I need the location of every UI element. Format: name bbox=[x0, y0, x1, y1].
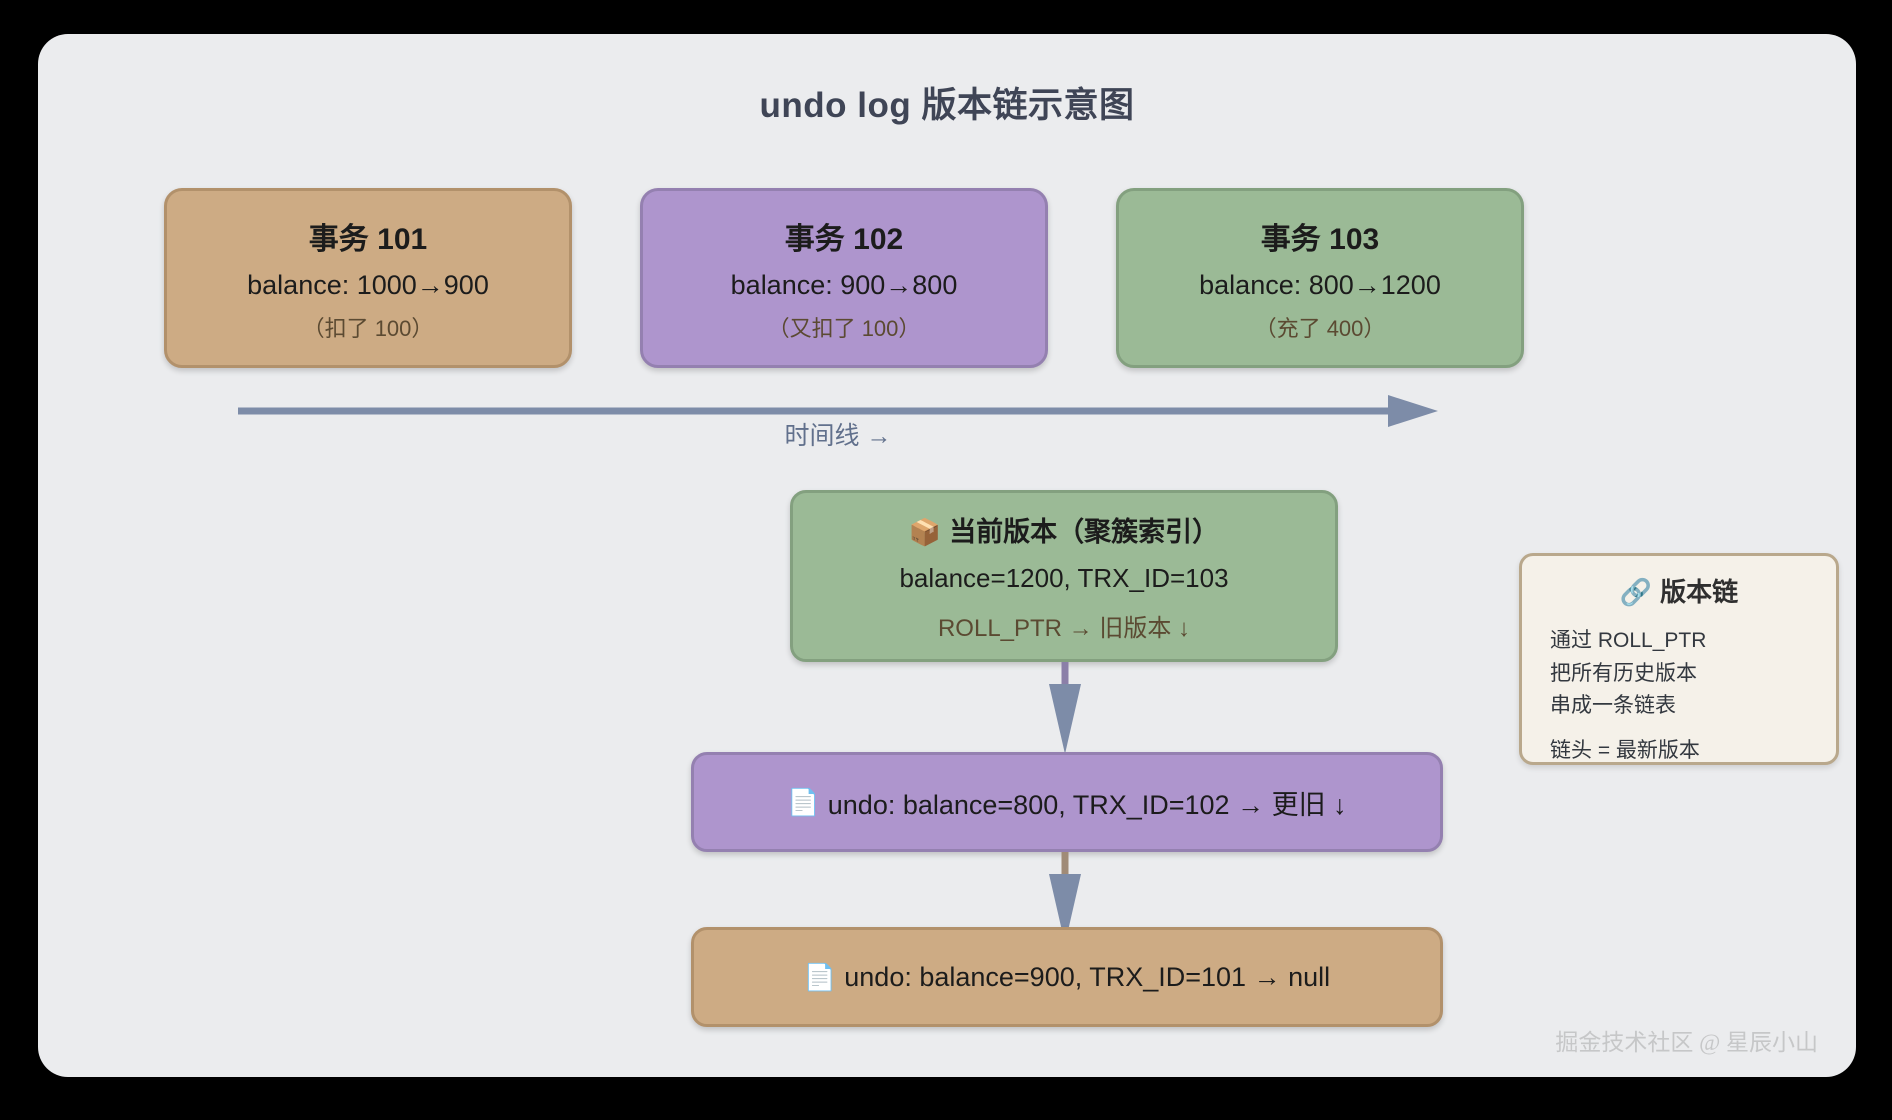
legend-title-text: 版本链 bbox=[1660, 577, 1739, 607]
current-version-heading: 📦当前版本（聚簇索引） bbox=[909, 510, 1219, 549]
current-version-body: balance=1200, TRX_ID=103 bbox=[899, 562, 1229, 593]
diagram-card: undo log 版本链示意图 事务 101 balance: 1000→900… bbox=[38, 34, 1856, 1077]
current-version-footer: ROLL_PTR → 旧版本 ↓ bbox=[937, 614, 1191, 642]
undo-record-box-101: 📄 undo: balance=900, TRX_ID=101 → null bbox=[691, 927, 1443, 1027]
legend-title: 🔗版本链 bbox=[1532, 572, 1826, 609]
legend-panel: 🔗版本链 通过 ROLL_PTR 把所有历史版本 串成一条链表 链头 = 最新版… bbox=[1519, 553, 1839, 765]
transaction-balance: balance: 1000→900 bbox=[247, 269, 489, 300]
link-icon: 🔗 bbox=[1619, 577, 1653, 607]
current-version-heading-text: 当前版本（聚簇索引） bbox=[949, 516, 1220, 547]
current-version-box: 📦当前版本（聚簇索引） balance=1200, TRX_ID=103 ROL… bbox=[790, 490, 1338, 662]
legend-line: 串成一条链表 bbox=[1550, 694, 1676, 718]
package-icon: 📦 bbox=[908, 516, 942, 547]
down-arrow-icon-1 bbox=[1049, 662, 1081, 754]
transaction-box-101: 事务 101 balance: 1000→900 （扣了 100） bbox=[164, 188, 572, 368]
legend-footer: 链头 = 最新版本 bbox=[1550, 738, 1700, 762]
page-title: undo log 版本链示意图 bbox=[759, 86, 1135, 125]
transaction-title: 事务 101 bbox=[308, 222, 428, 256]
timeline-arrow-icon bbox=[238, 395, 1438, 427]
watermark: 掘金技术社区 @ 星辰小山 bbox=[1555, 1030, 1818, 1055]
undo-record-text: undo: balance=800, TRX_ID=102 → 更旧 ↓ bbox=[827, 789, 1347, 820]
transaction-note: （又扣了 100） bbox=[767, 315, 921, 341]
undo-record-text: undo: balance=900, TRX_ID=101 → null bbox=[844, 961, 1331, 992]
document-icon: 📄 bbox=[803, 961, 837, 992]
transaction-title: 事务 103 bbox=[1260, 222, 1380, 256]
transaction-balance: balance: 800→1200 bbox=[1199, 269, 1441, 300]
undo-record-box-102: 📄 undo: balance=800, TRX_ID=102 → 更旧 ↓ bbox=[691, 752, 1443, 852]
transaction-box-103: 事务 103 balance: 800→1200 （充了 400） bbox=[1116, 188, 1524, 368]
timeline-label: 时间线 → bbox=[784, 422, 892, 450]
down-arrow-icon-2 bbox=[1049, 852, 1081, 944]
transaction-box-102: 事务 102 balance: 900→800 （又扣了 100） bbox=[640, 188, 1048, 368]
transaction-balance: balance: 900→800 bbox=[730, 269, 958, 300]
transaction-title: 事务 102 bbox=[784, 222, 904, 256]
transaction-note: （扣了 100） bbox=[302, 315, 434, 341]
document-icon: 📄 bbox=[787, 786, 820, 817]
legend-line: 通过 ROLL_PTR bbox=[1550, 629, 1707, 652]
transaction-note: （充了 400） bbox=[1254, 315, 1386, 341]
legend-line: 把所有历史版本 bbox=[1550, 661, 1697, 685]
